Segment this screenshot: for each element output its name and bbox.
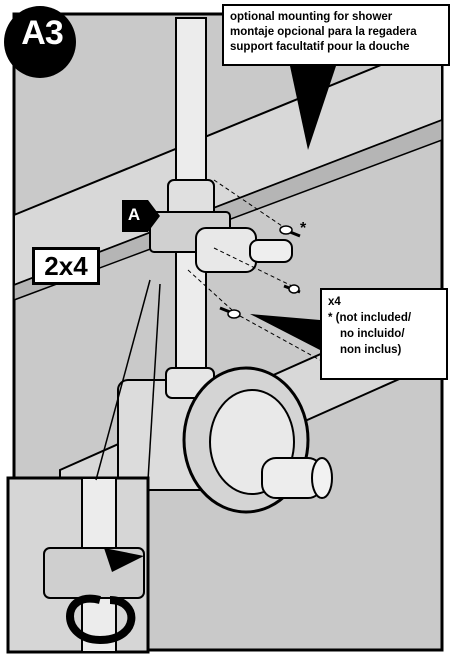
inset-leader-right bbox=[147, 283, 161, 481]
lumber-size-label: 2x4 bbox=[32, 247, 100, 285]
quantity-note-fr: non inclus) bbox=[340, 344, 402, 356]
inset-rotation-arrow bbox=[66, 594, 136, 645]
callout-line-es: montaje opcional para la regadera bbox=[230, 26, 417, 38]
quantity-callout-pointer bbox=[250, 314, 320, 350]
step-label: A3 bbox=[21, 14, 63, 52]
valve-stem-tip bbox=[311, 457, 333, 499]
screw-middle bbox=[283, 284, 301, 294]
shower-elbow bbox=[195, 227, 257, 273]
stud-edge bbox=[13, 118, 443, 302]
inset-arrow-head bbox=[104, 548, 144, 572]
shower-stub bbox=[249, 239, 293, 263]
screw-asterisk-marker: * bbox=[300, 220, 307, 237]
top-callout-pointer bbox=[290, 66, 336, 150]
inset-leader-left bbox=[95, 279, 151, 481]
callout-line-fr: support facultatif pour la douche bbox=[230, 41, 410, 53]
quantity-count: x4 bbox=[328, 296, 341, 308]
screw-lower bbox=[219, 306, 241, 319]
part-tag-label: A bbox=[127, 205, 141, 224]
quantity-note-es: no incluido/ bbox=[340, 328, 405, 340]
part-tag-shape bbox=[122, 200, 160, 232]
screw-quantity-callout: x4 * (not included/ no incluido/ non inc… bbox=[320, 288, 448, 380]
screw-upper bbox=[279, 225, 301, 238]
callout-line-en: optional mounting for shower bbox=[230, 11, 393, 23]
optional-mounting-callout: optional mounting for shower montaje opc… bbox=[222, 4, 450, 66]
quantity-note-en: * (not included/ bbox=[328, 312, 412, 324]
guide-lines bbox=[187, 179, 321, 361]
step-badge bbox=[4, 6, 76, 78]
